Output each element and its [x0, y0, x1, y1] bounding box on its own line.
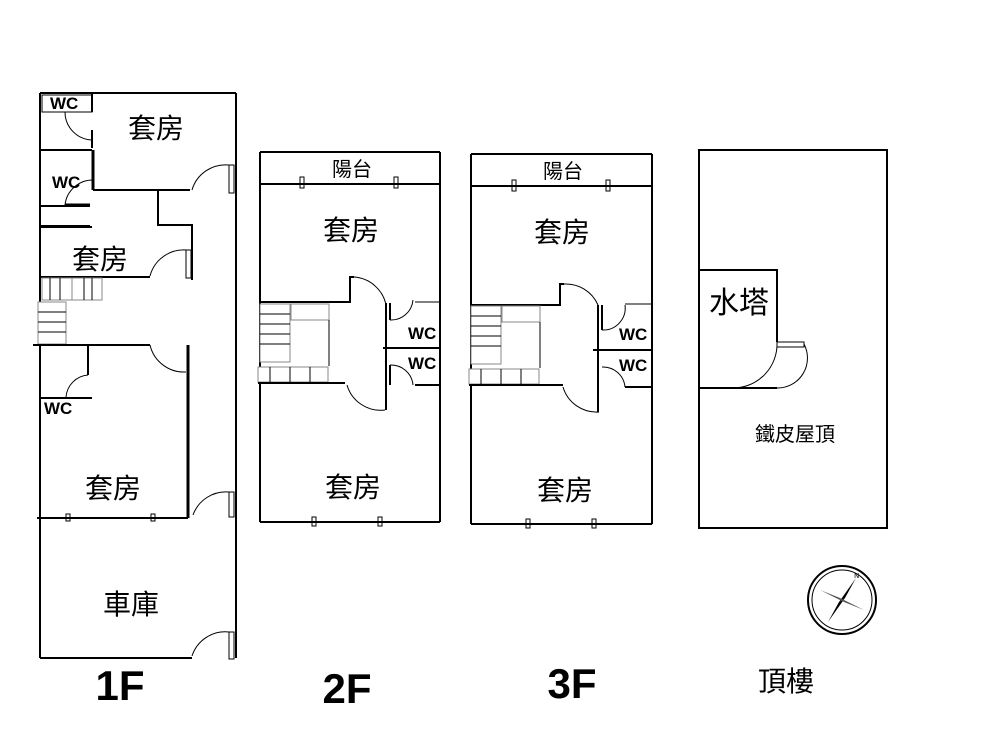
floor-label-3f: 3F — [547, 660, 596, 707]
room-label: 套房 — [537, 474, 593, 507]
room-label: 套房 — [534, 216, 590, 249]
compass-north-label: N — [854, 572, 859, 580]
floor-1f-plan: WC WC WC 套房 套房 套房 車庫 1F — [33, 92, 237, 709]
room-label: 套房 — [325, 471, 381, 504]
room-label: 套房 — [85, 472, 141, 505]
floor-3f-plan: WC WC 陽台 套房 套房 3F — [468, 153, 653, 707]
wc-label: WC — [619, 356, 647, 375]
room-label: 套房 — [128, 112, 184, 145]
room-label: 車庫 — [103, 588, 159, 621]
wc-label: WC — [44, 399, 72, 418]
balcony-label: 陽台 — [543, 159, 583, 183]
floor-label-2f: 2F — [322, 665, 371, 712]
wc-label: WC — [408, 354, 436, 373]
floor-label-1f: 1F — [95, 662, 144, 709]
compass-icon: N — [807, 565, 877, 635]
balcony-label: 陽台 — [332, 157, 372, 181]
roof-plan: 水塔 鐵皮屋頂 頂樓 — [698, 149, 888, 698]
wc-label: WC — [408, 324, 436, 343]
staircase — [37, 277, 103, 345]
room-label: 套房 — [323, 214, 379, 247]
wc-label: WC — [50, 94, 78, 113]
wc-label: WC — [52, 173, 80, 192]
floor-2f-plan: WC WC 陽台 套房 套房 2F — [257, 151, 441, 712]
floor-label-roof: 頂樓 — [758, 665, 814, 698]
water-tower-label: 水塔 — [709, 286, 769, 321]
metal-roof-label: 鐵皮屋頂 — [755, 422, 835, 446]
wc-label: WC — [619, 325, 647, 344]
room-label: 套房 — [72, 243, 128, 276]
